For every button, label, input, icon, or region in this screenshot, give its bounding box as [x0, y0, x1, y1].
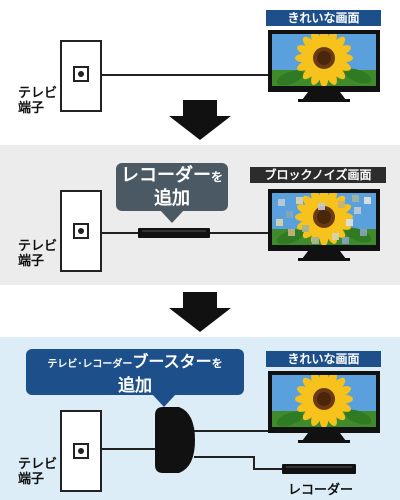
tv-stand [302, 92, 346, 100]
clean-screen-title: きれいな画面 [266, 351, 381, 367]
callout-pointer [160, 210, 184, 223]
callout-pointer [152, 394, 176, 407]
scene-booster-added: テレビ 端子 テレビ･レコーダーブースターを 追加 きれいな画面 レコーダー [0, 337, 400, 500]
tv-stand-base [298, 440, 350, 443]
noise-block [342, 237, 349, 244]
noise-block [318, 203, 325, 210]
wall-terminal-label-line1: テレビ [18, 457, 58, 472]
wall-outlet-icon [60, 40, 102, 112]
noise-block [288, 229, 295, 236]
noise-block [364, 197, 371, 204]
block-noise-screen-title: ブロックノイズ画面 [250, 167, 386, 183]
noise-block [354, 207, 361, 214]
noise-block [312, 237, 319, 244]
tv-screen [272, 193, 376, 245]
callout-recorder-text: レコーダー [120, 165, 211, 186]
tv-stand [302, 251, 346, 259]
wall-outlet-icon [60, 190, 102, 272]
tv-screen [272, 34, 376, 86]
noise-block [352, 195, 359, 202]
scene-recorder-added: テレビ 端子 レコーダーを 追加 ブロックノイズ画面 [0, 145, 400, 285]
wall-terminal-label-line1: テレビ [18, 239, 58, 254]
callout-tv-recorder-text: テレビ･レコーダー [47, 359, 133, 370]
tv-stand-base [298, 99, 350, 102]
wall-terminal-label-line2: 端子 [18, 101, 45, 116]
callout-add-text: 追加 [118, 376, 152, 396]
noise-block [278, 199, 285, 206]
tv-sunflower-icon [268, 30, 380, 102]
recorder-label: レコーダー [288, 483, 354, 498]
wall-terminal-label: テレビ 端子 [18, 239, 57, 269]
noise-block [332, 233, 339, 240]
down-arrow-1 [165, 100, 235, 140]
noise-block [346, 219, 353, 226]
recorder-icon [282, 464, 356, 474]
callout-booster-text: ブースター [132, 352, 212, 371]
noise-block [360, 229, 367, 236]
tv-stand-base [298, 258, 350, 261]
callout-particle: を [210, 170, 223, 184]
noise-block [302, 225, 309, 232]
wall-terminal-label: テレビ 端子 [18, 457, 57, 487]
add-recorder-callout: レコーダーを 追加 [116, 163, 228, 211]
noise-block [286, 211, 293, 218]
booster-device-icon [155, 407, 195, 473]
wall-outlet-icon [60, 410, 102, 492]
tv-screen [272, 375, 376, 427]
tv-block-noise-icon [268, 189, 380, 261]
wall-terminal-label-line2: 端子 [18, 254, 45, 269]
down-arrow-2 [165, 292, 235, 332]
tv-sunflower-icon [268, 371, 380, 443]
noise-block [296, 197, 303, 204]
wall-terminal-label: テレビ 端子 [18, 86, 57, 116]
down-arrow-icon [169, 100, 231, 140]
recorder-icon [138, 228, 210, 238]
noise-block [338, 201, 345, 208]
callout-particle: を [211, 357, 223, 370]
add-booster-callout: テレビ･レコーダーブースターを 追加 [26, 349, 244, 396]
down-arrow-icon [169, 292, 231, 332]
callout-add-text: 追加 [154, 188, 190, 209]
antenna-cable [100, 74, 275, 76]
noise-block [276, 219, 283, 226]
scene-original: テレビ 端子 きれいな画面 [0, 0, 400, 116]
clean-screen-title: きれいな画面 [266, 10, 381, 26]
tv-stand [302, 433, 346, 441]
wall-terminal-label-line1: テレビ [18, 86, 58, 101]
wall-terminal-label-line2: 端子 [18, 472, 45, 487]
booster-cables [100, 430, 282, 470]
antenna-cable [100, 232, 275, 234]
